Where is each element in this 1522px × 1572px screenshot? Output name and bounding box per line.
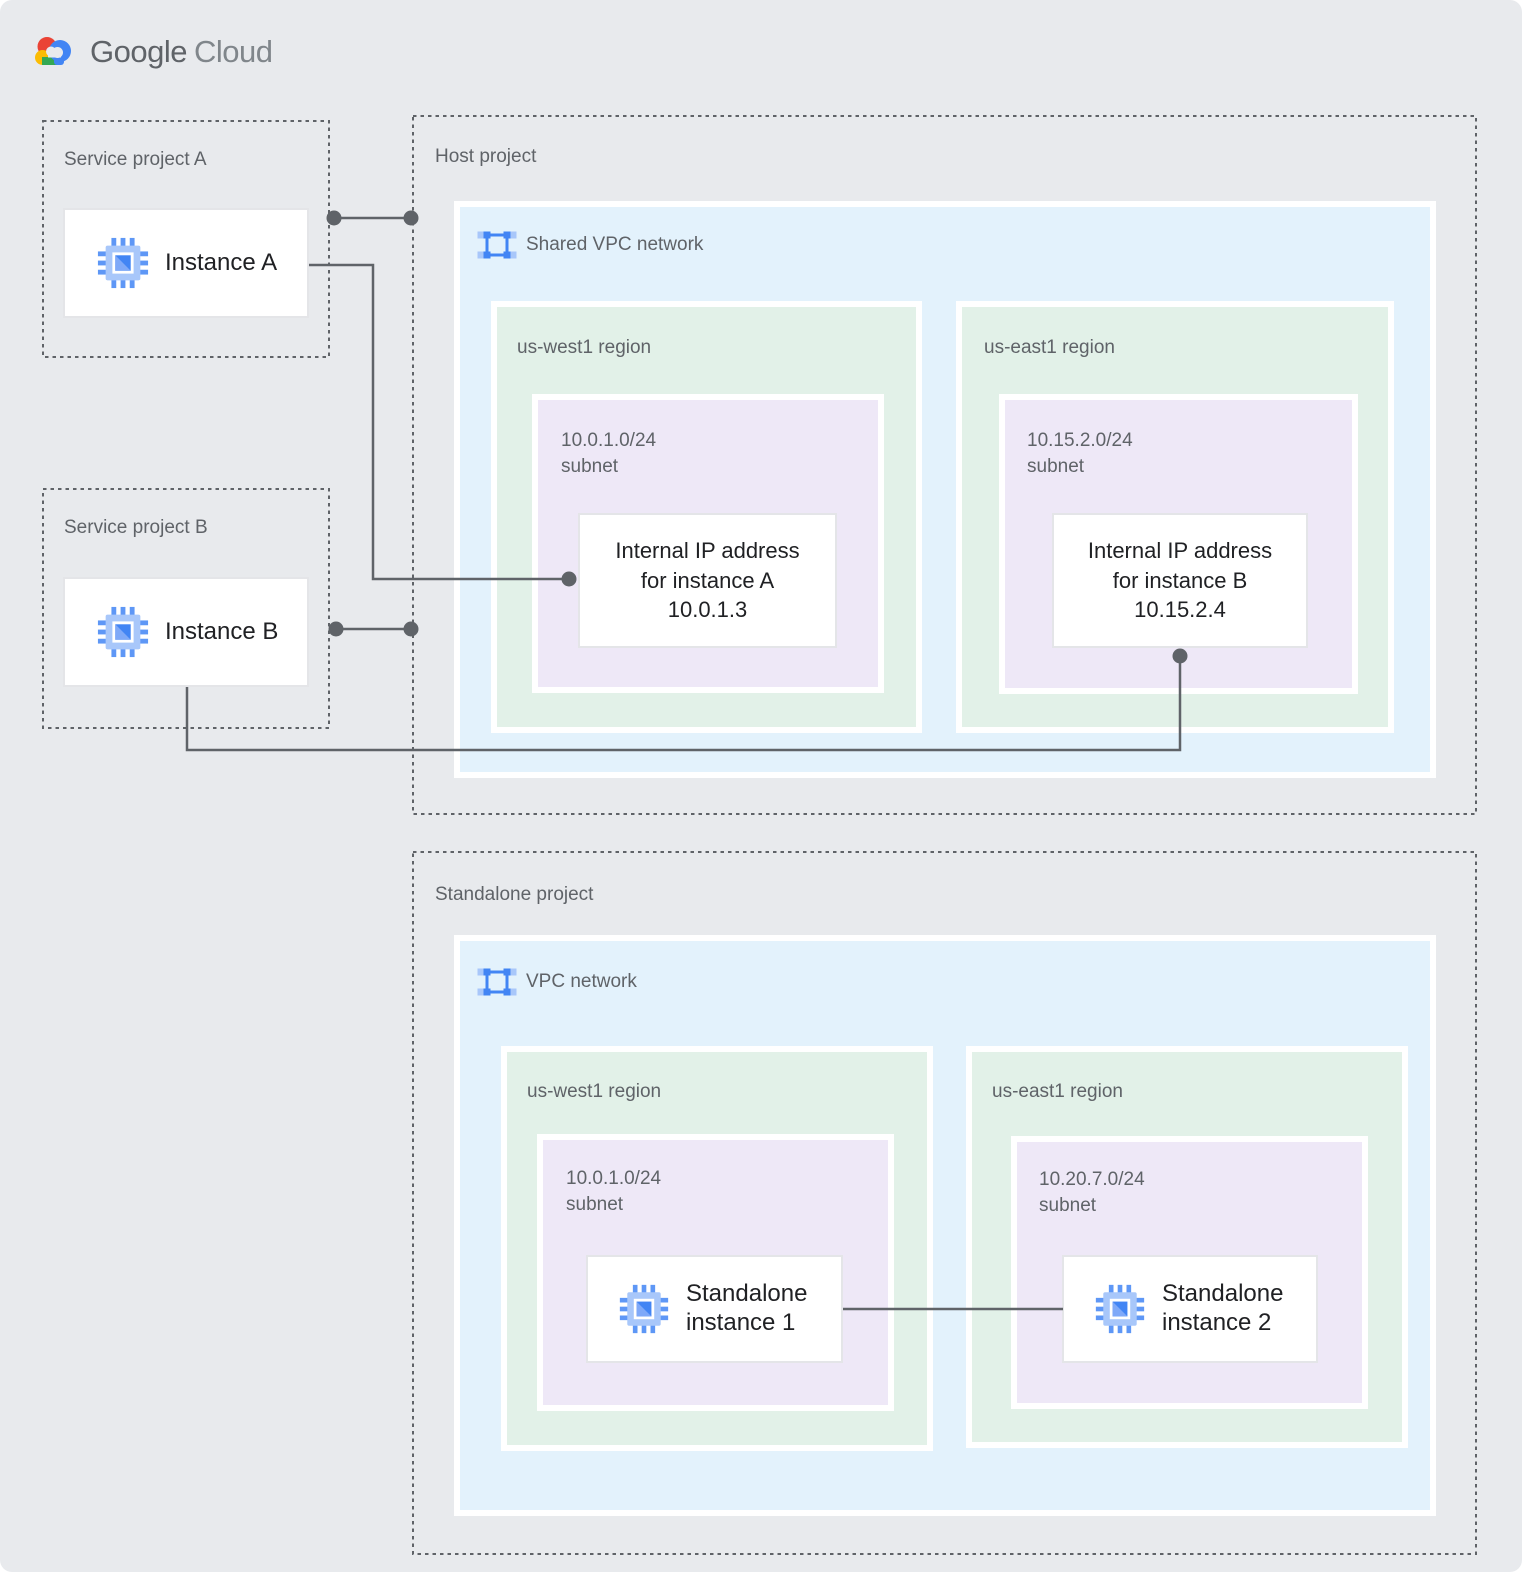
compute-engine-chip-icon: [1095, 1284, 1145, 1334]
standalone-instance-2-label: Standalone instance 2: [1162, 1280, 1283, 1338]
compute-engine-chip-icon: [619, 1284, 669, 1334]
standalone-us-west1-region-label: us-west1 region: [527, 1081, 662, 1102]
vpc-network-label: VPC network: [526, 971, 637, 992]
service-project-b-box: Service project B Instance B: [42, 488, 330, 729]
connector-endpoint-dot: [328, 621, 344, 637]
standalone-subnet-east-word: subnet: [1039, 1194, 1097, 1216]
internal-ip-a-card: Internal IP address for instance A 10.0.…: [578, 513, 837, 648]
standalone-subnet-west-cidr: 10.0.1.0/24: [566, 1168, 662, 1189]
standalone-instance-1-card: Standalone instance 1: [586, 1255, 843, 1363]
logo-google-word: Google: [90, 34, 187, 69]
google-cloud-logo-icon: [35, 37, 71, 65]
service-project-a-title: Service project A: [64, 149, 207, 170]
shared-vpc-network-header: Shared VPC network: [477, 228, 703, 262]
standalone-subnet-west-label: 10.0.1.0/24 subnet: [566, 1166, 661, 1217]
standalone-subnet-west-word: subnet: [566, 1193, 624, 1215]
internal-ip-b-value: 10.15.2.4: [1134, 597, 1226, 623]
host-project-title: Host project: [435, 146, 537, 167]
standalone-subnet-east-cidr: 10.20.7.0/24: [1039, 1169, 1145, 1190]
internal-ip-b-line1: Internal IP address: [1087, 537, 1273, 563]
host-subnet-west-cidr: 10.0.1.0/24: [561, 430, 657, 451]
standalone-instance-2-line1: Standalone: [1162, 1280, 1284, 1308]
host-subnet-west-label: 10.0.1.0/24 subnet: [561, 428, 656, 479]
instance-b-label: Instance B: [165, 618, 279, 645]
internal-ip-a-line1: Internal IP address: [615, 537, 800, 563]
standalone-instance-1-line2: instance 1: [686, 1309, 796, 1336]
host-subnet-east-label: 10.15.2.0/24 subnet: [1027, 428, 1133, 479]
vpc-network-icon: [477, 968, 517, 996]
internal-ip-a-value: 10.0.1.3: [667, 597, 748, 623]
host-subnet-east-cidr: 10.15.2.0/24: [1027, 430, 1133, 451]
host-us-east1-region-label: us-east1 region: [984, 337, 1115, 358]
service-project-b-title: Service project B: [64, 517, 208, 538]
internal-ip-b-line2: for instance B: [1112, 567, 1248, 593]
logo-cloud-word: Cloud: [193, 34, 273, 69]
host-subnet-east-word: subnet: [1027, 455, 1085, 477]
standalone-instance-1-line1: Standalone: [686, 1280, 808, 1308]
standalone-instance-2-card: Standalone instance 2: [1062, 1255, 1318, 1363]
compute-engine-chip-icon: [97, 606, 149, 658]
vpc-network-icon: [477, 231, 517, 259]
internal-ip-b-card: Internal IP address for instance B 10.15…: [1052, 513, 1308, 648]
host-us-west1-region-label: us-west1 region: [517, 337, 652, 358]
standalone-subnet-east-label: 10.20.7.0/24 subnet: [1039, 1167, 1145, 1218]
standalone-us-east1-region-label: us-east1 region: [992, 1081, 1123, 1102]
standalone-project-title: Standalone project: [435, 884, 594, 905]
standalone-instance-2-line2: instance 2: [1162, 1309, 1272, 1336]
vpc-network-header: VPC network: [477, 965, 637, 999]
host-subnet-west-word: subnet: [561, 455, 619, 477]
instance-a-card: Instance A: [63, 208, 309, 318]
instance-a-label: Instance A: [165, 249, 278, 276]
instance-b-card: Instance B: [63, 577, 309, 687]
internal-ip-a-line2: for instance A: [640, 567, 775, 593]
compute-engine-chip-icon: [97, 237, 149, 289]
service-project-a-box: Service project A Instance A: [42, 120, 330, 358]
shared-vpc-network-label: Shared VPC network: [526, 234, 704, 255]
standalone-instance-1-label: Standalone instance 1: [686, 1280, 807, 1338]
